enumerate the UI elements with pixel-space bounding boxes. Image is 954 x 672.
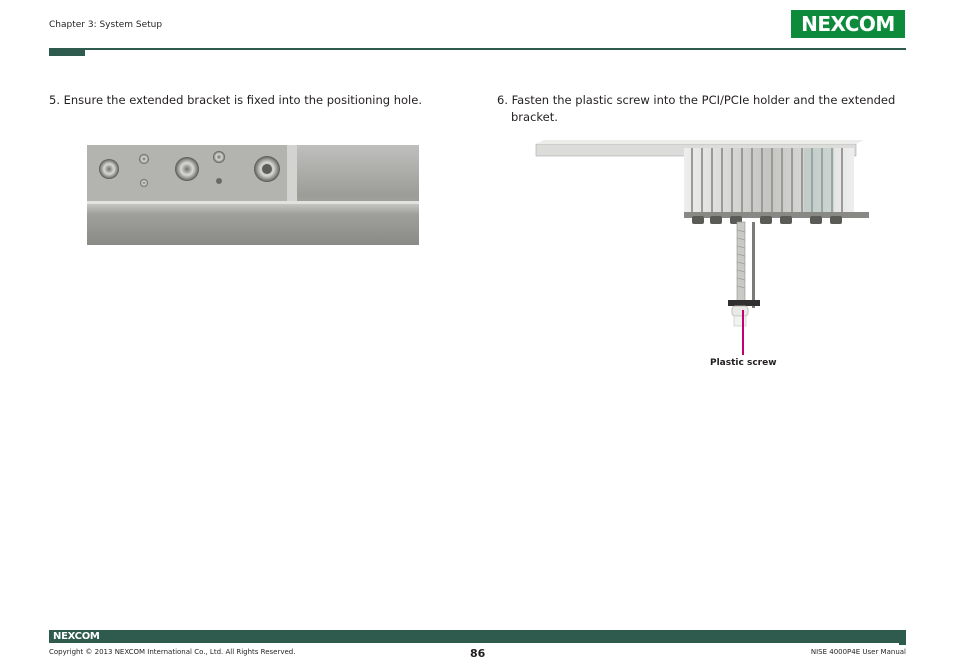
hole-icon [216,178,222,184]
pci-holder [728,300,760,306]
hole-icon [140,179,148,187]
header-rule-block [49,48,85,56]
page-number: 86 [470,647,486,660]
step-6-continuation: bracket. [511,110,558,124]
manual-title: NISE 4000P4E User Manual [810,648,906,656]
callout-label: Plastic screw [710,358,777,368]
footer-bar [49,630,906,643]
footer-logo: NEXCOM [53,631,100,642]
heatsink-photo [535,140,869,327]
step-6: 6. Fasten the plastic screw into the PCI… [497,92,905,126]
hole-icon [213,151,225,163]
callout-line [742,310,744,355]
step-6-text: 6. Fasten the plastic screw into the PCI… [497,93,896,107]
nexcom-logo: NEXCOM [791,10,905,38]
logo-text: NEXCOM [801,12,895,36]
bracket-photo [87,145,419,245]
hole-icon [175,157,199,181]
hole-icon [99,159,119,179]
footer-square-icon [889,630,896,637]
hole-icon [139,154,149,164]
header-rule [49,48,906,50]
footer-square-icon [899,638,906,645]
copyright: Copyright © 2013 NEXCOM International Co… [49,648,296,656]
step-5-text: 5. Ensure the extended bracket is fixed … [49,93,422,107]
plastic-screw-icon [731,305,749,317]
chapter-title: Chapter 3: System Setup [49,20,163,30]
extended-bracket [752,222,755,308]
